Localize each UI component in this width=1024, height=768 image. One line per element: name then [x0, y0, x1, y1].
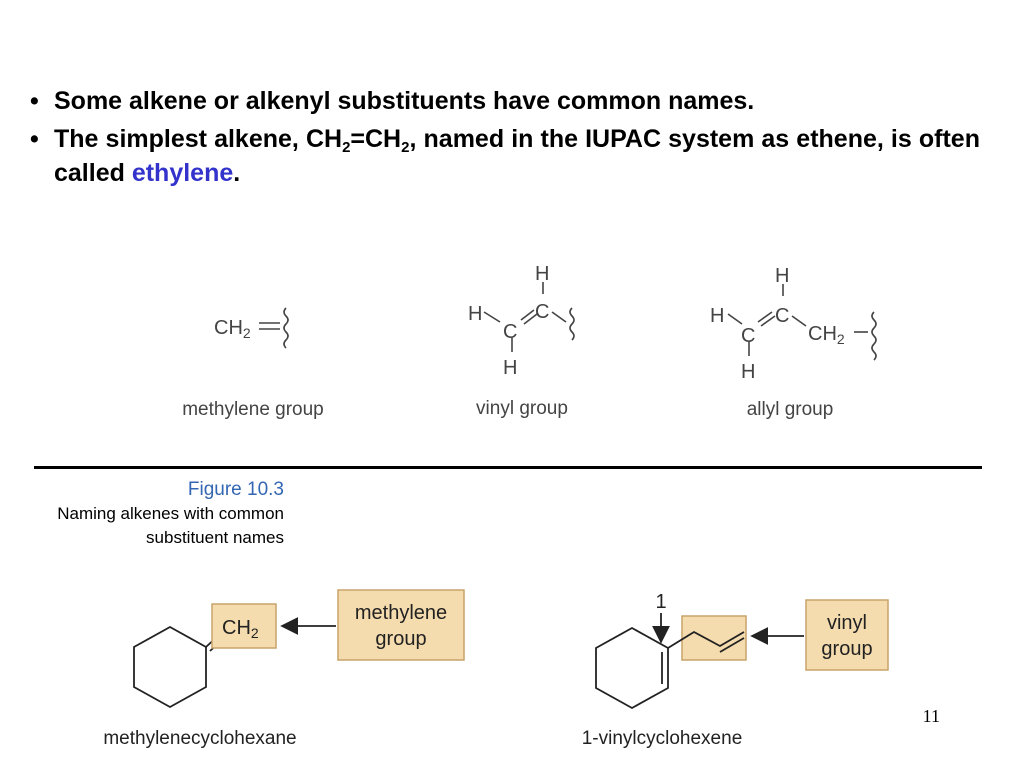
bullet-list: • Some alkene or alkenyl substituents ha… [30, 84, 980, 194]
highlight-term: ethylene [131, 159, 234, 187]
atom-c: C [741, 325, 755, 347]
figure-caption: Figure 10.3 Naming alkenes with common s… [0, 478, 284, 550]
bullet-item-2: • The simplest alkene, CH2=CH2, named in… [30, 122, 980, 190]
bullet-text-2: The simplest alkene, CH2=CH2, named in t… [54, 125, 980, 187]
compound-name-right: 1-vinylcyclohexene [582, 728, 743, 749]
compound-name-left: methylenecyclohexane [103, 728, 296, 749]
label-allyl-group: allyl group [747, 399, 834, 420]
label-box-vinyl [805, 599, 889, 671]
label-vinyl-group: vinyl group [476, 398, 568, 419]
bullet-item-1: • Some alkene or alkenyl substituents ha… [30, 84, 980, 118]
caption-line-2: substituent names [146, 528, 284, 547]
bullet-dot: • [30, 87, 39, 115]
atom-h: H [503, 357, 517, 379]
atom-h: H [468, 303, 482, 325]
label-vinyl: vinyl [827, 612, 867, 634]
bullet-text-1: Some alkene or alkenyl substituents have… [54, 87, 755, 115]
label-methylene-group: methylene group [182, 399, 324, 420]
atom-h: H [710, 305, 724, 327]
cyclohexane-ring [133, 625, 207, 709]
cyclohexene-ring [595, 626, 669, 710]
figure-substituent-groups: CH2 H H C C H H H C C H CH2 methylene gr… [182, 263, 877, 420]
locant-number: 1 [655, 591, 666, 613]
atom-h: H [741, 361, 755, 383]
bullet-dot: • [30, 125, 39, 153]
figure-number: Figure 10.3 [187, 479, 284, 500]
label-group: group [821, 638, 872, 660]
atom-h: H [775, 265, 789, 287]
atom-ch2: CH2 [214, 317, 251, 341]
atom-ch2: CH2 [222, 617, 259, 641]
atom-c: C [535, 301, 549, 323]
label-methylene: methylene [355, 602, 447, 624]
divider-rule [34, 466, 982, 469]
highlight-box-vinyl [681, 615, 747, 661]
atom-h: H [535, 263, 549, 285]
label-box-methylene [337, 589, 465, 661]
caption-line-1: Naming alkenes with common [57, 504, 284, 523]
atom-c: C [503, 321, 517, 343]
atom-ch2: CH2 [808, 323, 845, 347]
atom-c: C [775, 305, 789, 327]
page-number: 11 [922, 706, 940, 726]
figure-example-compounds: CH2 methylene group methylenecyclohexane… [103, 589, 889, 749]
label-group: group [375, 628, 426, 650]
highlight-box-ch2 [211, 603, 277, 649]
